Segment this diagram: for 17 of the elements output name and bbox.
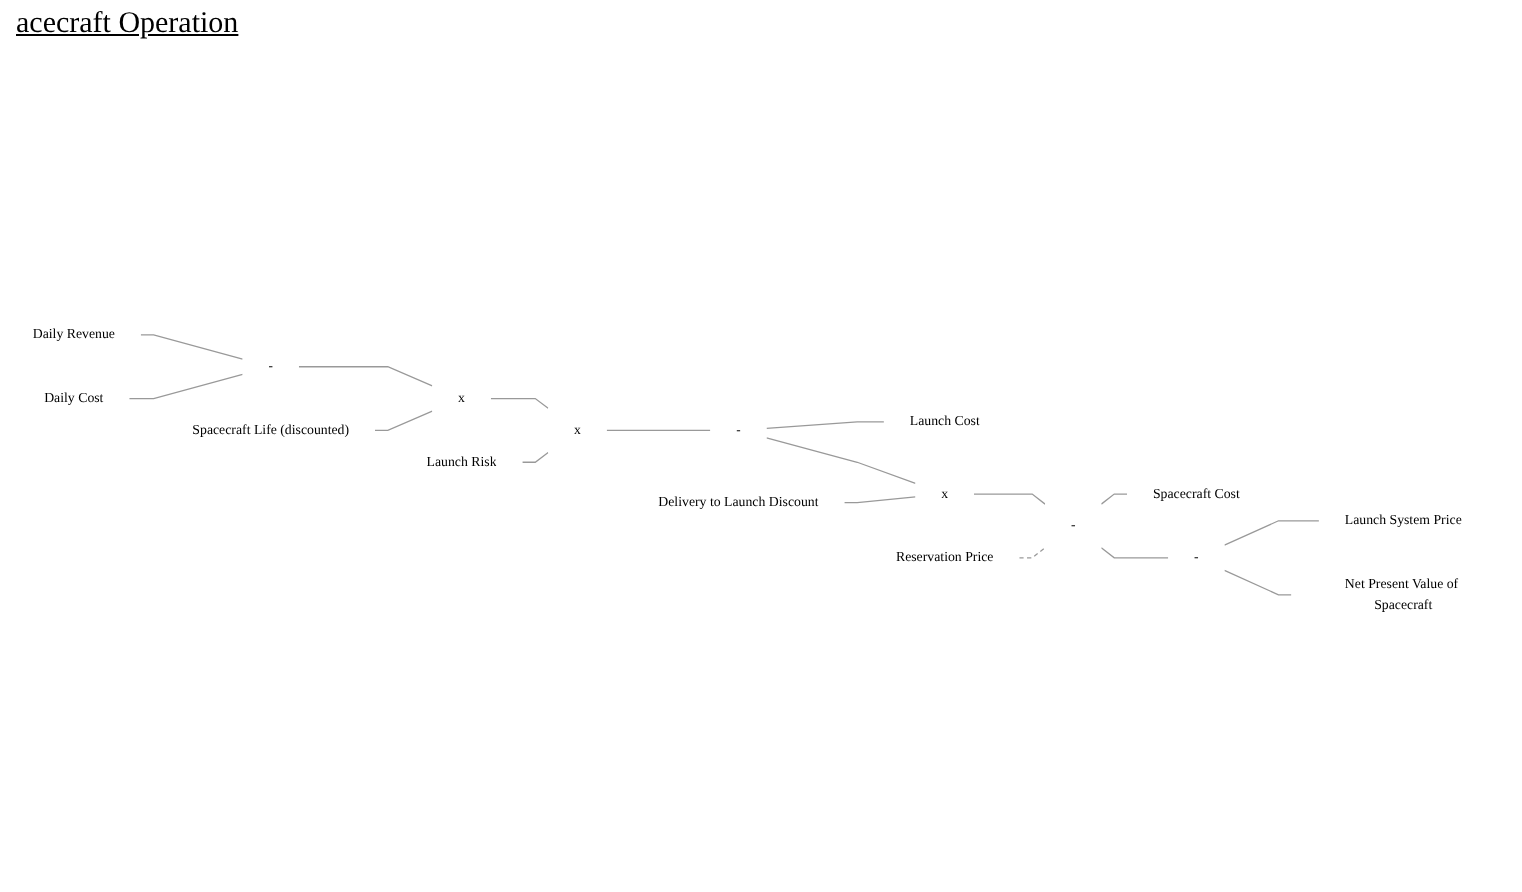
connector [128,373,244,400]
connector [1100,547,1169,559]
connector [140,334,244,360]
connector [1223,520,1320,546]
connector [606,429,711,432]
connector [765,421,885,430]
connector [843,496,917,504]
connector [298,366,433,387]
connector [374,410,433,432]
title: acecraft Operation [16,8,239,42]
connector [1100,493,1128,505]
connector [1018,547,1046,559]
connector [521,451,549,463]
connector [1223,569,1292,596]
connector [765,437,917,485]
connector [490,397,549,409]
connector [973,493,1046,505]
